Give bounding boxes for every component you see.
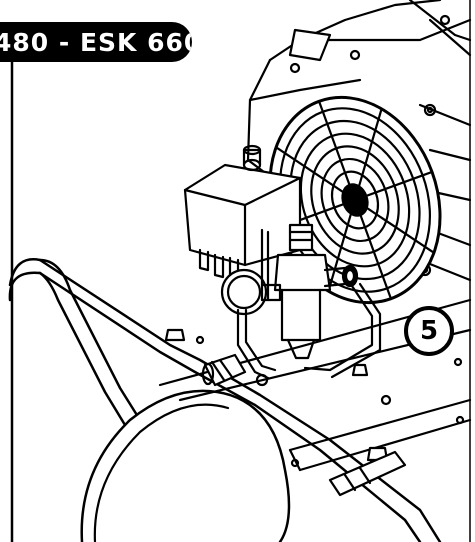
- model-label: 480 - ESK 660: [0, 27, 192, 57]
- model-label-tab: 480 - ESK 660: [0, 22, 192, 62]
- handle-grip: [328, 450, 407, 497]
- handle-frame: [8, 258, 442, 542]
- air-regulator: [220, 223, 359, 360]
- fan-guard: [268, 95, 442, 305]
- air-pipes: [236, 228, 382, 380]
- callout-5: 5: [404, 306, 454, 356]
- callout-number: 5: [419, 316, 439, 346]
- quick-coupling: [201, 353, 247, 387]
- air-tank: [80, 298, 472, 542]
